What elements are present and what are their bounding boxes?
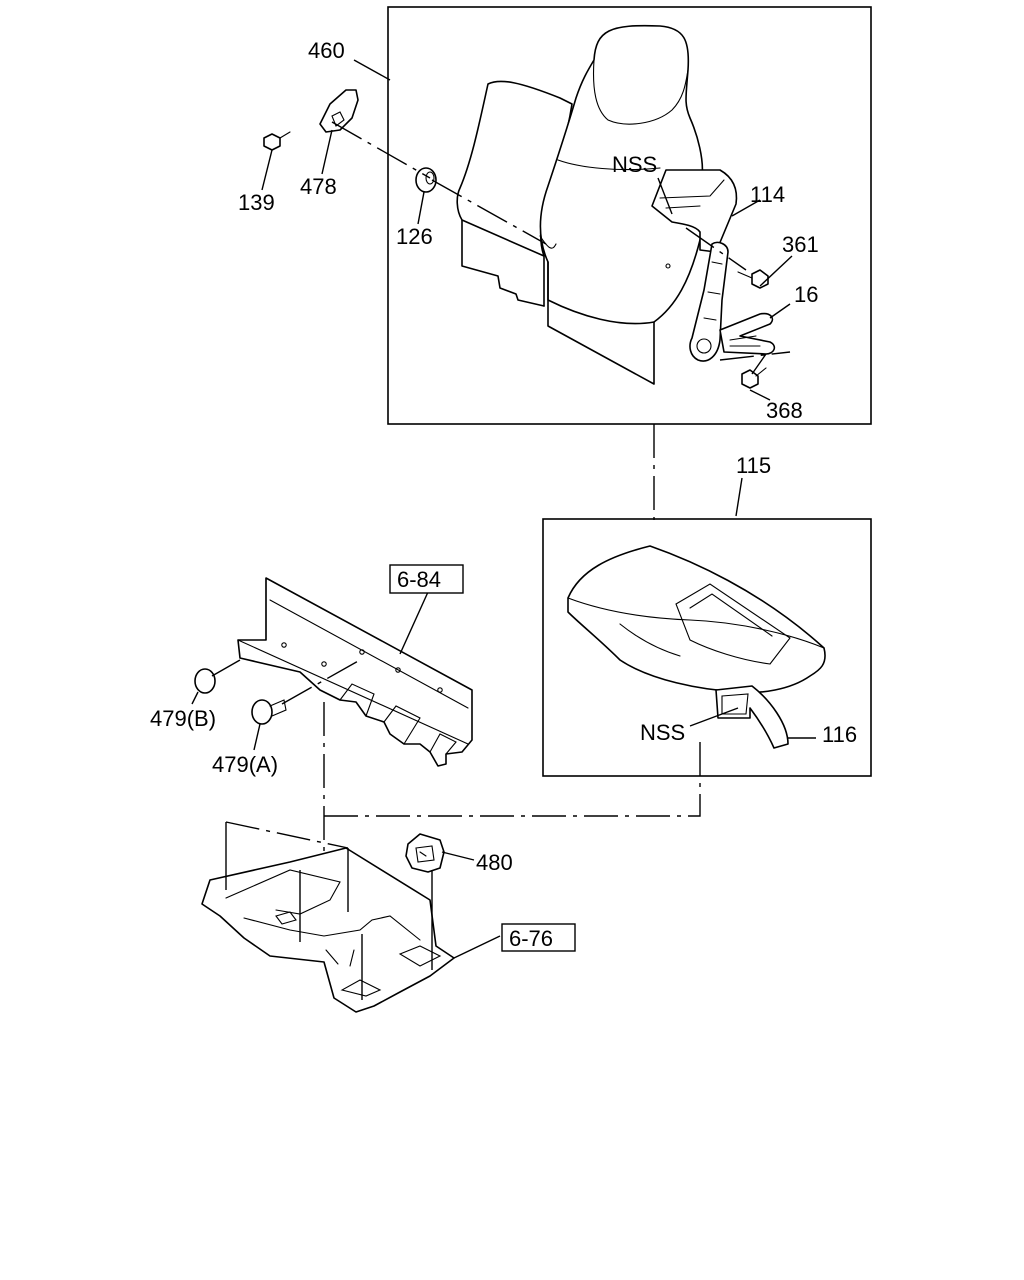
recliner-bracket: [689, 241, 729, 362]
callout-116: 116: [822, 722, 857, 747]
seat-back-cushion: [539, 24, 721, 325]
callout-nss-top: NSS: [612, 152, 657, 177]
callout-16: 16: [794, 282, 818, 307]
floor-pan: [201, 847, 455, 1013]
bolt-361-icon: [737, 269, 769, 289]
reference-6-76-box: [501, 923, 576, 952]
reference-6-84: 6-84: [397, 567, 441, 592]
trim-116: [715, 685, 789, 749]
callout-368: 368: [766, 398, 803, 423]
callout-nss-bottom: NSS: [640, 720, 685, 745]
callout-126: 126: [396, 224, 433, 249]
seat-back-group: 460 478 139 126 NSS 114 361 16 368: [238, 6, 872, 425]
seat-cushion-frame: [542, 518, 872, 777]
seat-cushion-group: 115 NSS 116: [542, 453, 872, 777]
callout-114: 114: [750, 182, 785, 207]
callout-115: 115: [736, 453, 771, 478]
callout-460: 460: [308, 38, 345, 63]
bolt-139-icon: [263, 131, 291, 151]
callout-479b: 479(B): [150, 706, 216, 731]
nut-126-icon: [415, 167, 437, 193]
callout-479a: 479(A): [212, 752, 278, 777]
hook-478: [319, 89, 359, 133]
reference-6-76: 6-76: [509, 926, 553, 951]
bolt-368-icon: [741, 367, 767, 389]
floor-pan-group: 6-76 480: [201, 821, 576, 1013]
callout-480: 480: [476, 850, 513, 875]
seat-back-frame: [387, 6, 872, 425]
seat-cushion: [567, 545, 826, 694]
reference-6-84-box: [389, 564, 464, 594]
callout-361: 361: [782, 232, 819, 257]
recliner-lever-16: [719, 312, 776, 355]
bracket-panel-group: 6-84 479(B) 479(A): [150, 564, 473, 777]
grommet-479b: [194, 668, 216, 694]
clip-479a-icon: [251, 699, 287, 725]
callout-139: 139: [238, 190, 275, 215]
bracket-panel: [237, 577, 473, 767]
callout-478: 478: [300, 174, 337, 199]
clip-480-icon: [405, 833, 445, 873]
